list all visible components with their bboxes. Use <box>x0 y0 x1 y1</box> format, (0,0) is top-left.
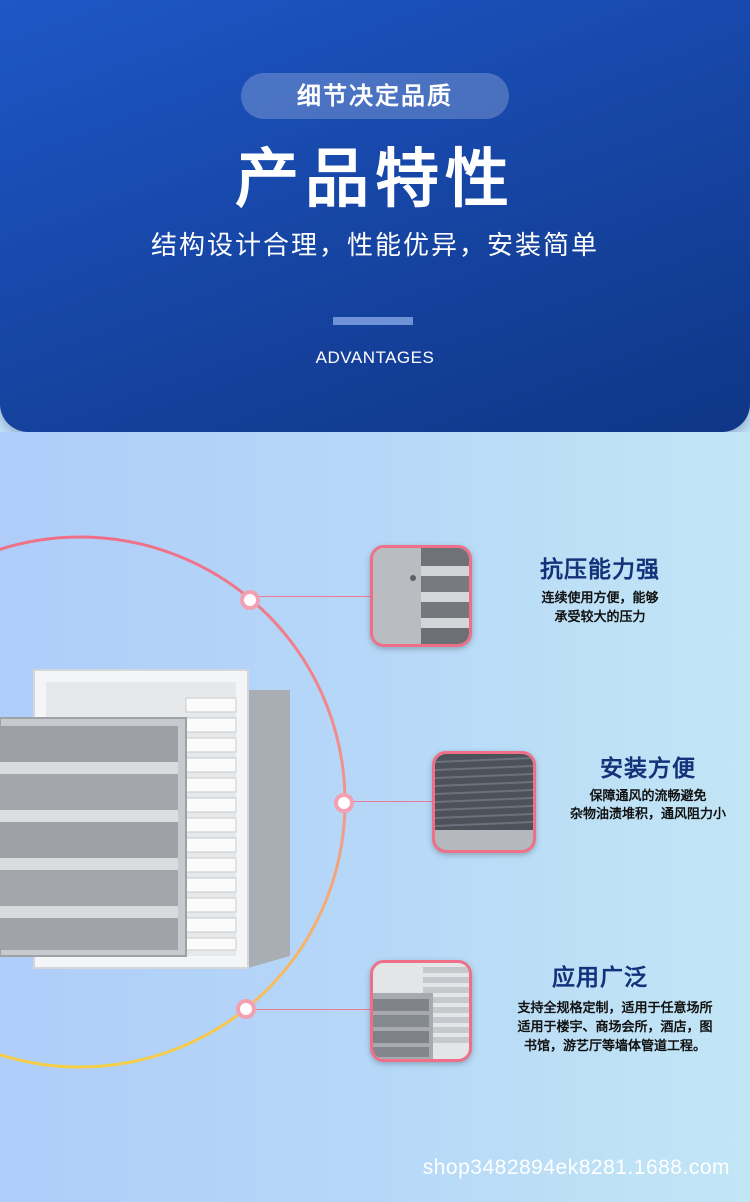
feature-thumb-1 <box>370 545 472 647</box>
feature-title-2: 安装方便 <box>600 756 696 782</box>
connector-dot-3 <box>236 999 256 1019</box>
connector-line-3 <box>252 1009 370 1010</box>
connector-line-2 <box>352 801 432 802</box>
louver-product-image <box>0 669 290 969</box>
english-label: ADVANTAGES <box>315 348 435 367</box>
feature-desc-2b: 杂物油渍堆积，通风阻力小 <box>569 807 726 822</box>
feature-desc-2a: 保障通风的流畅避免 <box>589 789 707 804</box>
shop-url-watermark: shop3482894ek8281.1688.com <box>422 1156 730 1179</box>
quality-pill: 细节决定品质 <box>241 73 509 119</box>
page-subtitle: 结构设计合理，性能优异，安装简单 <box>150 231 599 261</box>
feature-desc-1b: 承受较大的压力 <box>554 610 646 625</box>
connector-line-1 <box>256 596 370 597</box>
feature-title-1: 抗压能力强 <box>540 557 660 583</box>
divider-bar <box>333 317 413 325</box>
feature-thumb-2 <box>432 751 536 853</box>
feature-desc-1a: 连续使用方便，能够 <box>541 591 659 606</box>
connector-dot-2 <box>334 793 354 813</box>
feature-desc-3b: 适用于楼宇、商场会所，酒店，图 <box>517 1020 713 1035</box>
feature-desc-3a: 支持全规格定制，适用于任意场所 <box>517 1001 713 1016</box>
page-title: 产品特性 <box>235 143 515 217</box>
connector-dot-1 <box>240 590 260 610</box>
feature-thumb-3 <box>370 960 472 1062</box>
feature-desc-3c: 书馆，游艺厅等墙体管道工程。 <box>523 1039 706 1054</box>
header-banner: 细节决定品质 产品特性 结构设计合理，性能优异，安装简单 ADVANTAGES <box>0 0 750 432</box>
feature-title-3: 应用广泛 <box>552 965 648 991</box>
